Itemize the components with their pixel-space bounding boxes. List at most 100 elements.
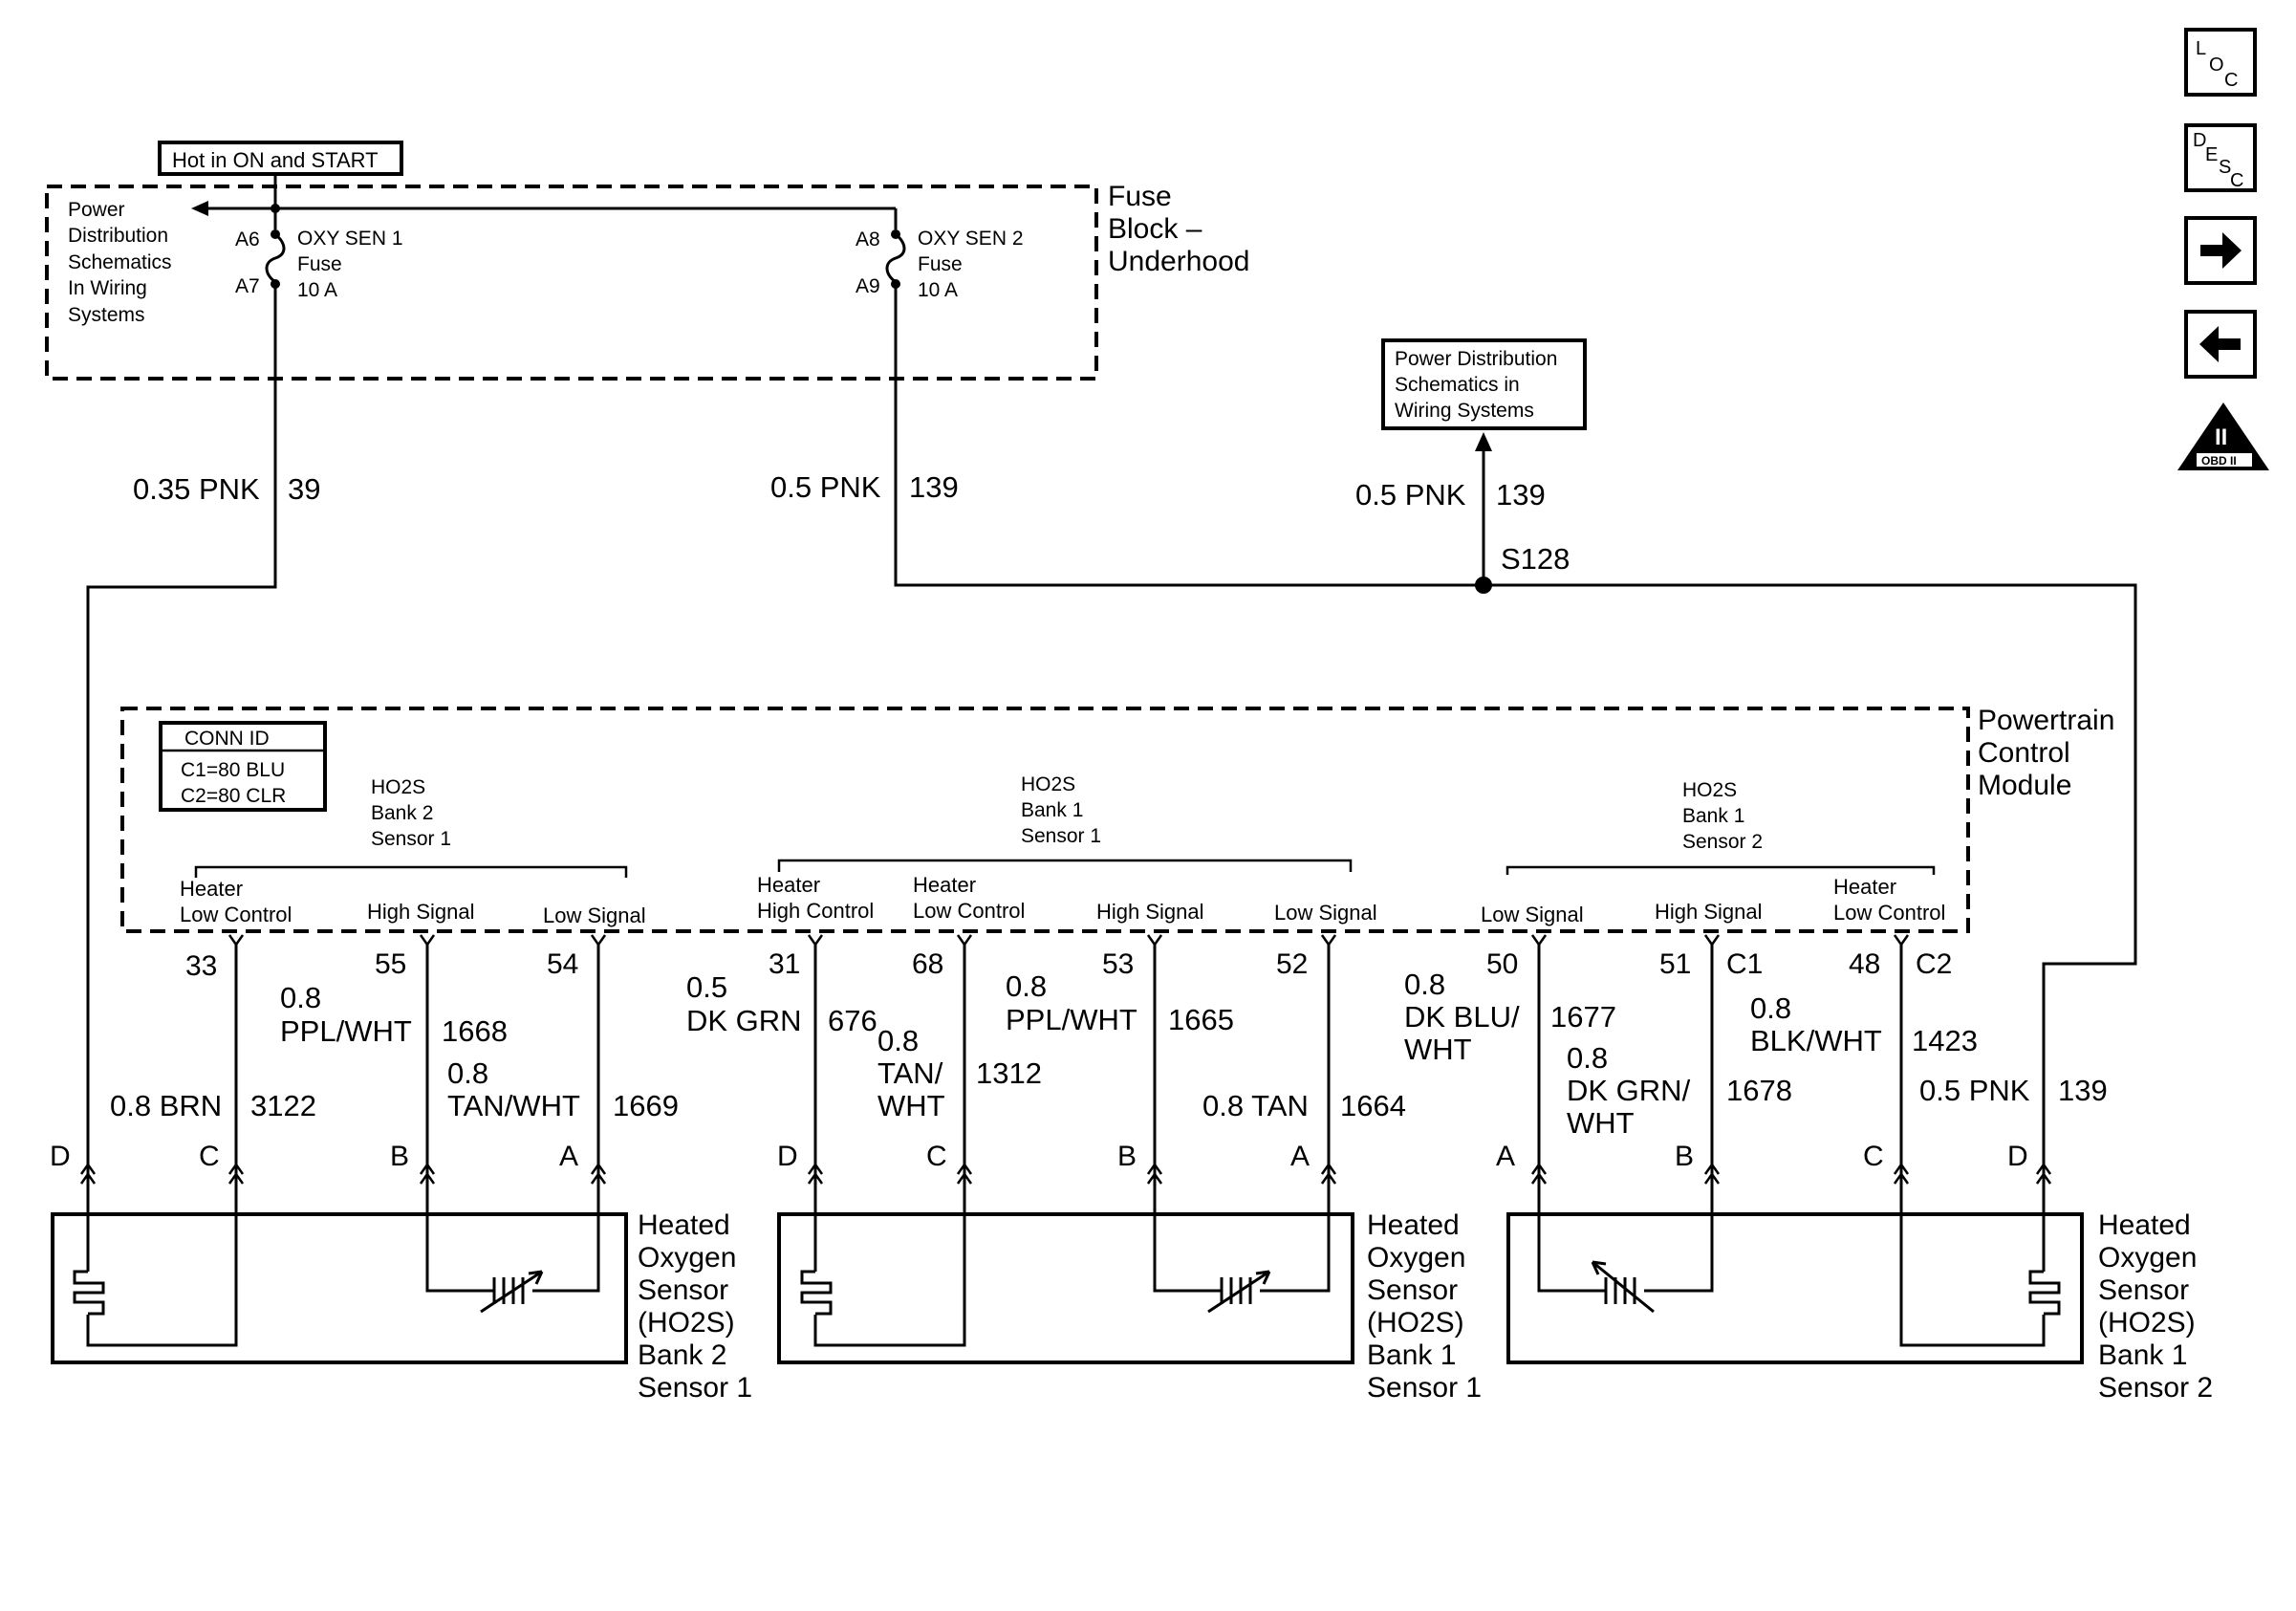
- svg-text:II: II: [2215, 425, 2227, 450]
- svg-text:(HO2S): (HO2S): [2098, 1307, 2196, 1339]
- fuse-block-label: Fuse Block – Underhood: [1108, 181, 1249, 277]
- fuse-bus-wire: [201, 174, 898, 229]
- svg-text:51: 51: [1659, 948, 1691, 980]
- svg-text:Sensor 1: Sensor 1: [638, 1372, 752, 1404]
- hot-label: Hot in ON and START: [172, 148, 379, 172]
- location-button[interactable]: L O C: [2184, 28, 2257, 97]
- svg-text:Bank 1: Bank 1: [2098, 1339, 2187, 1371]
- svg-text:Heated: Heated: [1367, 1209, 1460, 1241]
- svg-text:3122: 3122: [250, 1089, 316, 1122]
- hot-in-on-start-box: Hot in ON and START: [158, 141, 403, 176]
- pcm-pin-numbers: 33 55 54 31 68 53 52 50 51 C1 48 C2: [185, 948, 1952, 982]
- svg-text:C2=80 CLR: C2=80 CLR: [181, 785, 286, 807]
- svg-text:A: A: [1290, 1141, 1310, 1172]
- svg-text:CONN ID: CONN ID: [184, 728, 270, 750]
- sensor-2-label: Heated Oxygen Sensor (HO2S) Bank 1 Senso…: [1367, 1209, 1482, 1404]
- previous-arrow-button[interactable]: [2184, 310, 2257, 379]
- svg-text:HO2S: HO2S: [1021, 773, 1075, 795]
- svg-text:0.8 TAN: 0.8 TAN: [1202, 1089, 1309, 1122]
- svg-text:Sensor: Sensor: [2098, 1274, 2189, 1306]
- wire-139b-circuit: 139: [1496, 478, 1546, 512]
- svg-text:0.8: 0.8: [1006, 969, 1047, 1003]
- sensor-1-label: Heated Oxygen Sensor (HO2S) Bank 2 Senso…: [638, 1209, 752, 1404]
- right-arrow-icon: [2200, 232, 2242, 269]
- svg-text:Low Signal: Low Signal: [543, 903, 646, 927]
- svg-text:D: D: [2007, 1141, 2028, 1172]
- svg-text:Wiring Systems: Wiring Systems: [1395, 400, 1534, 422]
- svg-text:Bank 1: Bank 1: [1021, 799, 1083, 821]
- svg-text:WHT: WHT: [1567, 1106, 1635, 1140]
- svg-text:Fuse: Fuse: [297, 253, 342, 275]
- wire-39-circuit: 39: [288, 472, 320, 506]
- svg-text:1668: 1668: [442, 1014, 508, 1048]
- svg-text:Bank 1: Bank 1: [1682, 805, 1744, 827]
- svg-text:Sensor 1: Sensor 1: [1367, 1372, 1482, 1404]
- svg-text:DK GRN: DK GRN: [686, 1004, 802, 1037]
- svg-text:0.8: 0.8: [1750, 991, 1791, 1025]
- svg-text:High Signal: High Signal: [367, 900, 475, 924]
- svg-text:Heater: Heater: [1833, 875, 1896, 899]
- svg-text:1678: 1678: [1726, 1074, 1792, 1107]
- svg-text:WHT: WHT: [877, 1089, 945, 1122]
- svg-text:C1=80 BLU: C1=80 BLU: [181, 759, 285, 781]
- svg-text:PPL/WHT: PPL/WHT: [1006, 1003, 1137, 1036]
- oxy-sen-2-fuse: A8 A9 OXY SEN 2 Fuse 10 A: [856, 228, 1024, 378]
- svg-text:0.8: 0.8: [1567, 1041, 1608, 1075]
- next-arrow-button[interactable]: [2184, 216, 2257, 285]
- svg-text:Distribution: Distribution: [68, 225, 168, 247]
- svg-text:0.8 BRN: 0.8 BRN: [110, 1089, 222, 1122]
- sensor-bank1-sensor2: [1506, 1169, 2084, 1364]
- svg-text:1669: 1669: [613, 1089, 679, 1122]
- svg-text:0.5 PNK: 0.5 PNK: [1919, 1074, 2030, 1107]
- svg-text:B: B: [1675, 1141, 1694, 1172]
- sensor-3-label: Heated Oxygen Sensor (HO2S) Bank 1 Senso…: [2098, 1209, 2213, 1404]
- svg-text:A: A: [559, 1141, 578, 1172]
- svg-text:Sensor 2: Sensor 2: [2098, 1372, 2213, 1404]
- svg-text:HO2S: HO2S: [1682, 779, 1737, 801]
- svg-text:139: 139: [2058, 1074, 2108, 1107]
- svg-text:D: D: [50, 1141, 71, 1172]
- svg-text:676: 676: [828, 1004, 877, 1037]
- bus-arrow: [191, 201, 208, 216]
- group-bank1-sensor1: HO2S Bank 1 Sensor 1: [777, 773, 1353, 872]
- svg-text:0.8: 0.8: [447, 1056, 488, 1090]
- svg-text:E: E: [2205, 144, 2218, 165]
- svg-text:Heater: Heater: [913, 873, 976, 897]
- sensor-2-terminals: [807, 1162, 1337, 1185]
- svg-text:Sensor 1: Sensor 1: [1021, 825, 1101, 847]
- svg-text:Schematics: Schematics: [68, 251, 172, 273]
- svg-text:A8: A8: [856, 229, 880, 250]
- svg-text:Bank 2: Bank 2: [638, 1339, 726, 1371]
- svg-text:Fuse: Fuse: [1108, 181, 1172, 212]
- svg-text:Low Control: Low Control: [1833, 901, 1945, 925]
- svg-text:O: O: [2209, 54, 2224, 76]
- svg-text:C1: C1: [1726, 948, 1763, 980]
- wire-139-size-color: 0.5 PNK: [770, 470, 881, 504]
- svg-text:C: C: [2230, 170, 2243, 191]
- sensor-3-pins: A B C D: [1496, 1141, 2028, 1172]
- svg-text:D: D: [777, 1141, 798, 1172]
- svg-text:TAN/: TAN/: [877, 1056, 943, 1090]
- svg-text:C2: C2: [1916, 948, 1952, 980]
- power-dist-arrow: [1475, 432, 1492, 451]
- svg-text:B: B: [1117, 1141, 1137, 1172]
- svg-text:Heated: Heated: [2098, 1209, 2191, 1241]
- svg-text:54: 54: [547, 948, 578, 980]
- description-button[interactable]: D E S C: [2184, 123, 2257, 192]
- svg-text:Low Signal: Low Signal: [1481, 903, 1584, 926]
- svg-text:OXY SEN 1: OXY SEN 1: [297, 228, 403, 250]
- svg-text:Power: Power: [68, 199, 125, 221]
- svg-text:1665: 1665: [1168, 1003, 1234, 1036]
- power-distribution-box: Power Distribution Schematics in Wiring …: [1381, 338, 1587, 430]
- svg-text:Heater: Heater: [757, 873, 820, 897]
- svg-text:Sensor 2: Sensor 2: [1682, 831, 1763, 853]
- svg-text:Power Distribution: Power Distribution: [1395, 348, 1557, 370]
- svg-text:S: S: [2219, 157, 2231, 178]
- obd-ii-button[interactable]: II OBD II: [2177, 403, 2269, 470]
- svg-text:Low Control: Low Control: [913, 899, 1025, 923]
- splice-s128: [1475, 577, 1492, 594]
- svg-text:10 A: 10 A: [297, 279, 337, 301]
- svg-text:Heated: Heated: [638, 1209, 730, 1241]
- svg-text:Powertrain: Powertrain: [1978, 705, 2114, 736]
- svg-text:PPL/WHT: PPL/WHT: [280, 1014, 412, 1048]
